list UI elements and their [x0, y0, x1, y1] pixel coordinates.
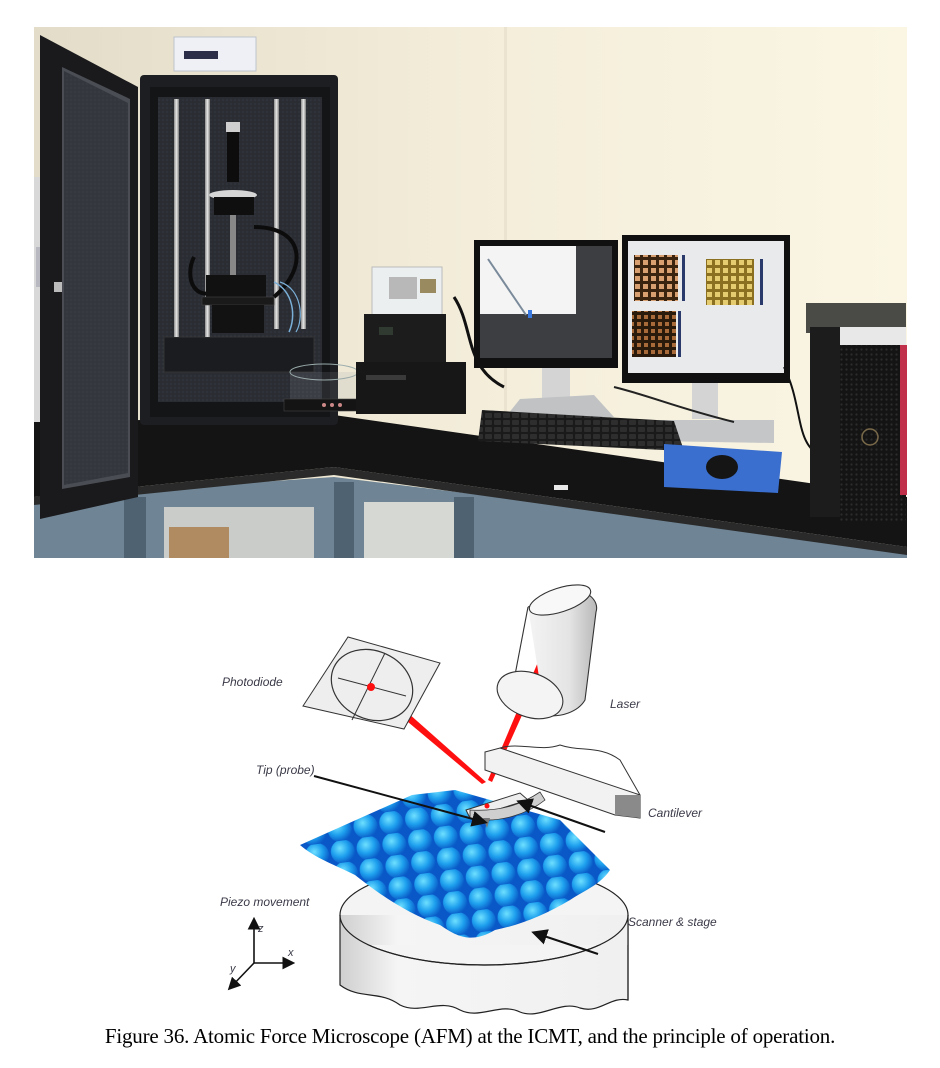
afm-principle-diagram: Photodiode Laser Tip (probe) Cantilever …: [0, 580, 940, 1020]
figure-caption: Figure 36. Atomic Force Microscope (AFM)…: [104, 1024, 836, 1048]
photodiode: [302, 636, 441, 730]
cantilever-holder: [484, 744, 641, 819]
atomic-surface: [300, 790, 610, 938]
label-tip: Tip (probe): [256, 763, 315, 777]
afm-lab-photo: [34, 27, 907, 558]
label-photodiode: Photodiode: [222, 675, 283, 689]
label-piezo: Piezo movement: [220, 895, 310, 909]
scanner-pointer: [531, 929, 599, 955]
label-axis-x: x: [288, 947, 294, 959]
label-laser: Laser: [610, 697, 641, 711]
label-cantilever: Cantilever: [648, 806, 703, 820]
axes-icon: [227, 916, 296, 991]
laser-source: [496, 584, 598, 720]
tip-pointer: [313, 775, 488, 827]
label-axis-z: z: [258, 923, 264, 935]
cantilever-pointer: [516, 798, 606, 833]
label-axis-y: y: [230, 963, 236, 975]
label-scanner: Scanner & stage: [628, 915, 717, 929]
